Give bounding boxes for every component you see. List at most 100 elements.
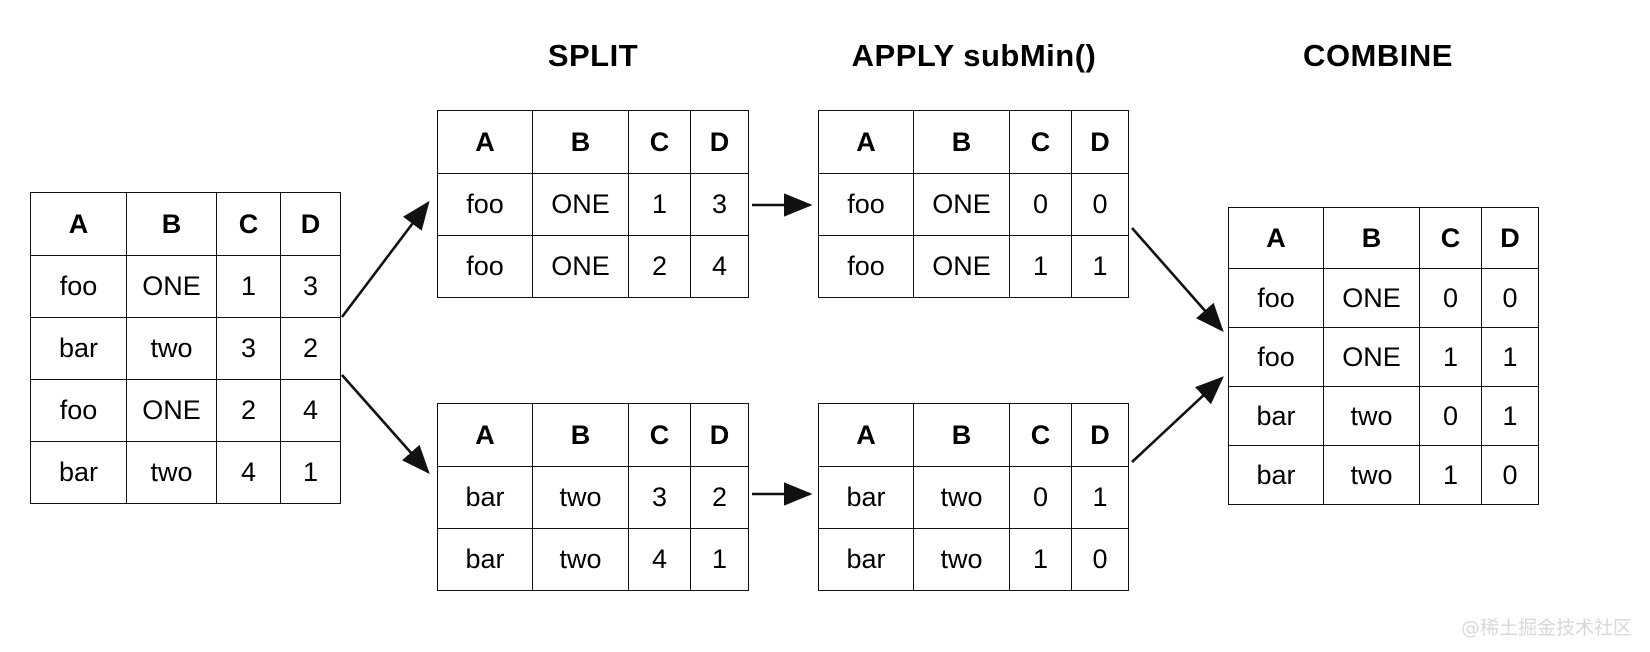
cell-b: ONE: [913, 173, 1010, 236]
cell-a: foo: [818, 235, 914, 298]
cell-a: bar: [30, 441, 127, 504]
column-header-c: C: [216, 192, 281, 256]
column-header-c: C: [1009, 403, 1072, 467]
cell-a: foo: [30, 255, 127, 318]
column-header-c: C: [628, 110, 691, 174]
column-header-d: D: [1071, 403, 1129, 467]
cell-c: 1: [628, 173, 691, 236]
source-dataframe-table: A B C D foo ONE 1 3 bar two 3 2 foo ONE …: [30, 192, 341, 504]
table-row: foo ONE 2 4: [30, 379, 341, 442]
cell-b: ONE: [1323, 327, 1420, 387]
cell-c: 1: [1419, 327, 1482, 387]
column-header-b: B: [913, 403, 1010, 467]
table-row: bar two 4 1: [437, 528, 749, 591]
column-header-d: D: [690, 110, 749, 174]
table-header-row: A B C D: [818, 403, 1129, 467]
table-header-row: A B C D: [437, 403, 749, 467]
cell-b: ONE: [532, 235, 629, 298]
column-header-c: C: [628, 403, 691, 467]
cell-d: 1: [1071, 235, 1129, 298]
column-header-a: A: [818, 110, 914, 174]
table-row: bar two 3 2: [437, 466, 749, 529]
cell-b: ONE: [1323, 268, 1420, 328]
table-row: bar two 4 1: [30, 441, 341, 504]
cell-c: 1: [1009, 235, 1072, 298]
split-group-bar-table: A B C D bar two 3 2 bar two 4 1: [437, 403, 749, 591]
cell-d: 4: [280, 379, 341, 442]
column-header-b: B: [532, 403, 629, 467]
arrow-source-to-split-foo: [340, 200, 430, 318]
arrow-apply-bar-to-combine: [1131, 376, 1224, 463]
arrow-apply-foo-to-combine: [1131, 227, 1224, 332]
cell-d: 3: [280, 255, 341, 318]
column-header-a: A: [437, 110, 533, 174]
cell-c: 4: [216, 441, 281, 504]
cell-d: 1: [1481, 386, 1539, 446]
column-header-b: B: [126, 192, 217, 256]
cell-a: bar: [1228, 386, 1324, 446]
cell-d: 1: [280, 441, 341, 504]
table-row: foo ONE 2 4: [437, 235, 749, 298]
cell-b: ONE: [126, 255, 217, 318]
apply-group-foo-table: A B C D foo ONE 0 0 foo ONE 1 1: [818, 110, 1129, 298]
cell-d: 0: [1071, 528, 1129, 591]
cell-d: 1: [690, 528, 749, 591]
cell-a: foo: [437, 173, 533, 236]
cell-d: 2: [690, 466, 749, 529]
column-header-b: B: [532, 110, 629, 174]
cell-d: 2: [280, 317, 341, 380]
cell-d: 1: [1481, 327, 1539, 387]
cell-d: 4: [690, 235, 749, 298]
column-header-b: B: [913, 110, 1010, 174]
column-header-b: B: [1323, 207, 1420, 269]
cell-b: two: [126, 441, 217, 504]
cell-c: 1: [216, 255, 281, 318]
table-row: bar two 3 2: [30, 317, 341, 380]
cell-a: bar: [437, 528, 533, 591]
combined-dataframe-table: A B C D foo ONE 0 0 foo ONE 1 1 bar two …: [1228, 207, 1539, 505]
cell-d: 3: [690, 173, 749, 236]
watermark-text: @稀土掘金技术社区: [1460, 617, 1632, 639]
cell-d: 0: [1481, 268, 1539, 328]
cell-b: two: [1323, 386, 1420, 446]
cell-d: 0: [1481, 445, 1539, 505]
cell-b: ONE: [532, 173, 629, 236]
cell-b: two: [913, 528, 1010, 591]
cell-a: foo: [818, 173, 914, 236]
section-title-combine: COMBINE: [1303, 38, 1453, 73]
cell-a: foo: [1228, 268, 1324, 328]
cell-c: 2: [628, 235, 691, 298]
table-row: bar two 0 1: [1228, 386, 1539, 446]
table-row: foo ONE 0 0: [818, 173, 1129, 236]
cell-d: 1: [1071, 466, 1129, 529]
column-header-a: A: [818, 403, 914, 467]
column-header-d: D: [1071, 110, 1129, 174]
column-header-c: C: [1419, 207, 1482, 269]
cell-c: 4: [628, 528, 691, 591]
table-row: foo ONE 1 3: [437, 173, 749, 236]
cell-c: 0: [1419, 268, 1482, 328]
cell-b: two: [532, 528, 629, 591]
column-header-a: A: [30, 192, 127, 256]
table-header-row: A B C D: [818, 110, 1129, 174]
table-row: bar two 1 0: [818, 528, 1129, 591]
arrow-source-to-split-bar: [341, 374, 430, 474]
section-title-apply: APPLY subMin(): [851, 38, 1097, 73]
column-header-d: D: [1481, 207, 1539, 269]
split-group-foo-table: A B C D foo ONE 1 3 foo ONE 2 4: [437, 110, 749, 298]
cell-a: foo: [30, 379, 127, 442]
cell-b: two: [1323, 445, 1420, 505]
column-header-d: D: [690, 403, 749, 467]
table-row: foo ONE 1 1: [818, 235, 1129, 298]
column-header-c: C: [1009, 110, 1072, 174]
cell-c: 3: [628, 466, 691, 529]
cell-c: 0: [1009, 466, 1072, 529]
table-row: bar two 0 1: [818, 466, 1129, 529]
cell-d: 0: [1071, 173, 1129, 236]
column-header-a: A: [437, 403, 533, 467]
cell-c: 0: [1419, 386, 1482, 446]
table-row: foo ONE 0 0: [1228, 268, 1539, 328]
cell-a: bar: [818, 528, 914, 591]
section-title-split: SPLIT: [547, 38, 639, 73]
